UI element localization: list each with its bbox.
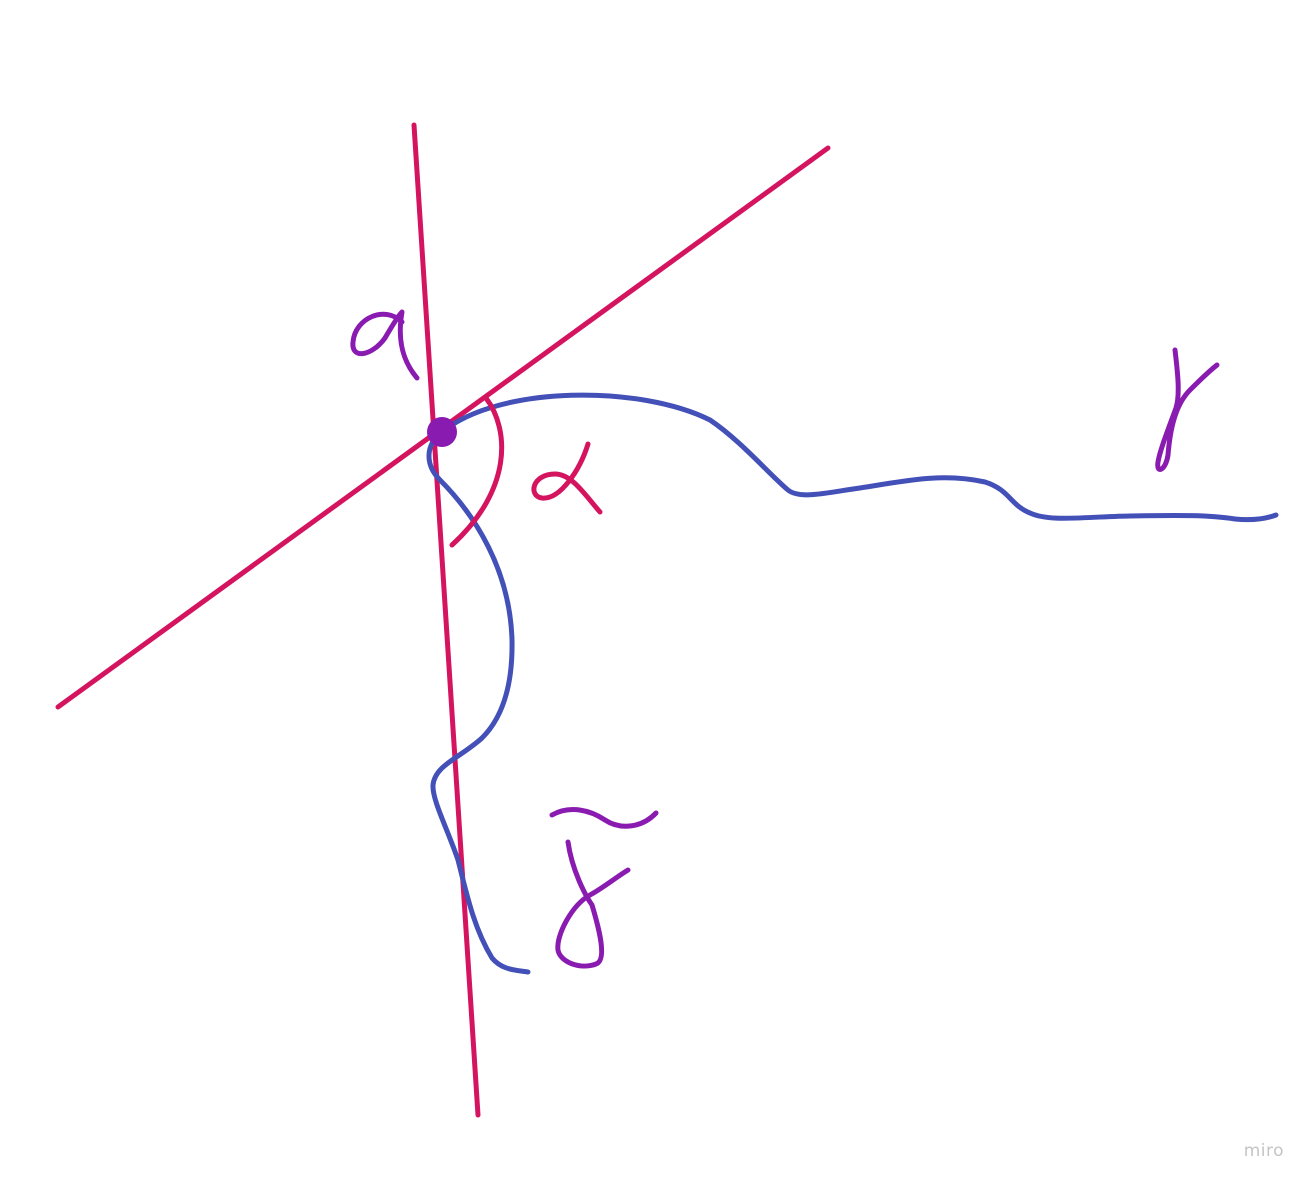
miro-watermark: miro bbox=[1243, 1141, 1284, 1161]
angle-arc bbox=[449, 395, 505, 548]
point-a-dot bbox=[427, 417, 457, 447]
near-vertical-tangent-line bbox=[411, 122, 481, 1118]
label-tilde-glyph bbox=[549, 807, 659, 829]
label-gamma-tilde-glyph bbox=[555, 839, 631, 969]
curve-gamma bbox=[439, 392, 1279, 523]
curve-gamma-tilde bbox=[426, 429, 531, 975]
label-a-glyph bbox=[350, 309, 420, 381]
label-alpha-glyph bbox=[531, 441, 603, 515]
label-gamma-glyph bbox=[1155, 347, 1220, 472]
